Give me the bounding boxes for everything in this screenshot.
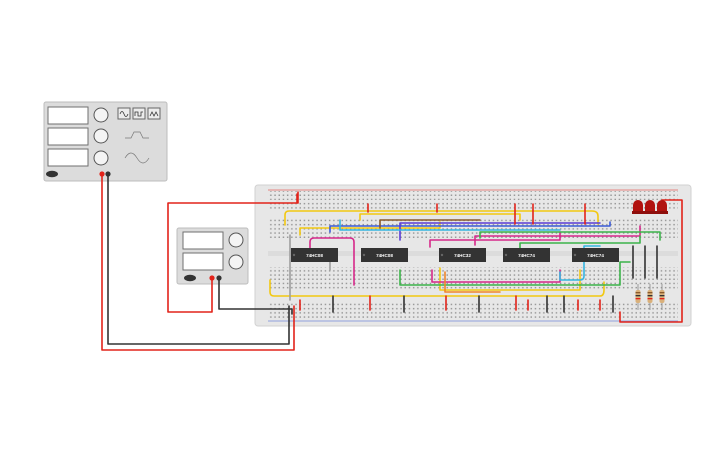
waveform-diagram-icon	[125, 131, 149, 139]
sine-wave-icon	[119, 111, 129, 117]
square-wave-button[interactable]	[132, 107, 146, 120]
resistor[interactable]	[659, 284, 665, 310]
ic-label: 74HC32	[454, 253, 471, 258]
wire-black[interactable]	[107, 173, 290, 345]
wire-red[interactable]	[101, 173, 295, 351]
waveform-diagram-icon	[124, 152, 150, 164]
ic-label: 74HC08	[306, 253, 323, 258]
resistor[interactable]	[647, 284, 653, 310]
function-generator[interactable]	[43, 101, 168, 182]
resistor[interactable]	[635, 284, 641, 310]
bottom-power-rail[interactable]	[268, 301, 678, 310]
wire-yellow[interactable]	[269, 279, 605, 297]
wire-yellow[interactable]	[284, 210, 599, 226]
amplitude-knob[interactable]	[93, 128, 109, 144]
top-power-rail[interactable]	[268, 191, 678, 200]
terminal-strip-bottom[interactable]	[268, 267, 678, 289]
led-red[interactable]	[656, 200, 668, 214]
ic-chips: 74HC08 74HC08 74HC32 74HC74 74HC74	[291, 248, 619, 262]
ic-chip[interactable]: 74HC08	[291, 248, 338, 262]
power-switch[interactable]	[46, 170, 58, 178]
amplitude-display	[47, 127, 89, 146]
frequency-knob[interactable]	[93, 107, 109, 123]
triangle-wave-button[interactable]	[147, 107, 161, 120]
top-power-rail[interactable]	[268, 201, 678, 210]
led-red[interactable]	[632, 200, 644, 214]
wire-red[interactable]	[167, 191, 299, 313]
wire-green[interactable]	[519, 235, 641, 251]
ic-label: 74HC08	[376, 253, 393, 258]
power-switch[interactable]	[184, 274, 196, 282]
voltage-display	[182, 231, 224, 250]
wire-magenta[interactable]	[474, 225, 641, 246]
wire-cyan[interactable]	[559, 245, 601, 281]
wire-yellow[interactable]	[359, 213, 521, 221]
wire-green[interactable]	[399, 261, 631, 286]
leds	[632, 200, 668, 214]
wire-magenta[interactable]	[309, 237, 355, 286]
wire-black[interactable]	[218, 277, 293, 315]
wires	[101, 173, 683, 351]
ic-label: 74HC74	[587, 253, 604, 258]
ic-label: 74HC74	[518, 253, 535, 258]
ic-chip[interactable]: 74HC74	[503, 248, 550, 262]
wire-yellow[interactable]	[299, 221, 441, 236]
ic-chip[interactable]: 74HC08	[361, 248, 408, 262]
power-supply[interactable]	[176, 227, 249, 285]
offset-knob[interactable]	[93, 150, 109, 166]
triangle-wave-icon	[149, 111, 159, 117]
voltage-knob[interactable]	[228, 232, 244, 248]
led-red[interactable]	[644, 200, 656, 214]
offset-display	[47, 148, 89, 167]
square-wave-icon	[134, 111, 143, 117]
frequency-display	[47, 106, 89, 125]
ic-chip[interactable]: 74HC74	[572, 248, 619, 262]
resistors	[635, 284, 665, 310]
wire-brown[interactable]	[379, 219, 481, 229]
wire-blue[interactable]	[329, 221, 611, 233]
ic-chip[interactable]: 74HC32	[439, 248, 486, 262]
wire-cyan[interactable]	[339, 219, 561, 231]
current-knob[interactable]	[228, 254, 244, 270]
wire-orange[interactable]	[444, 271, 501, 293]
wire-red[interactable]	[619, 199, 683, 323]
wire-green[interactable]	[479, 231, 661, 241]
sine-wave-button[interactable]	[117, 107, 131, 120]
current-display	[182, 252, 224, 271]
bottom-power-rail[interactable]	[268, 311, 678, 320]
